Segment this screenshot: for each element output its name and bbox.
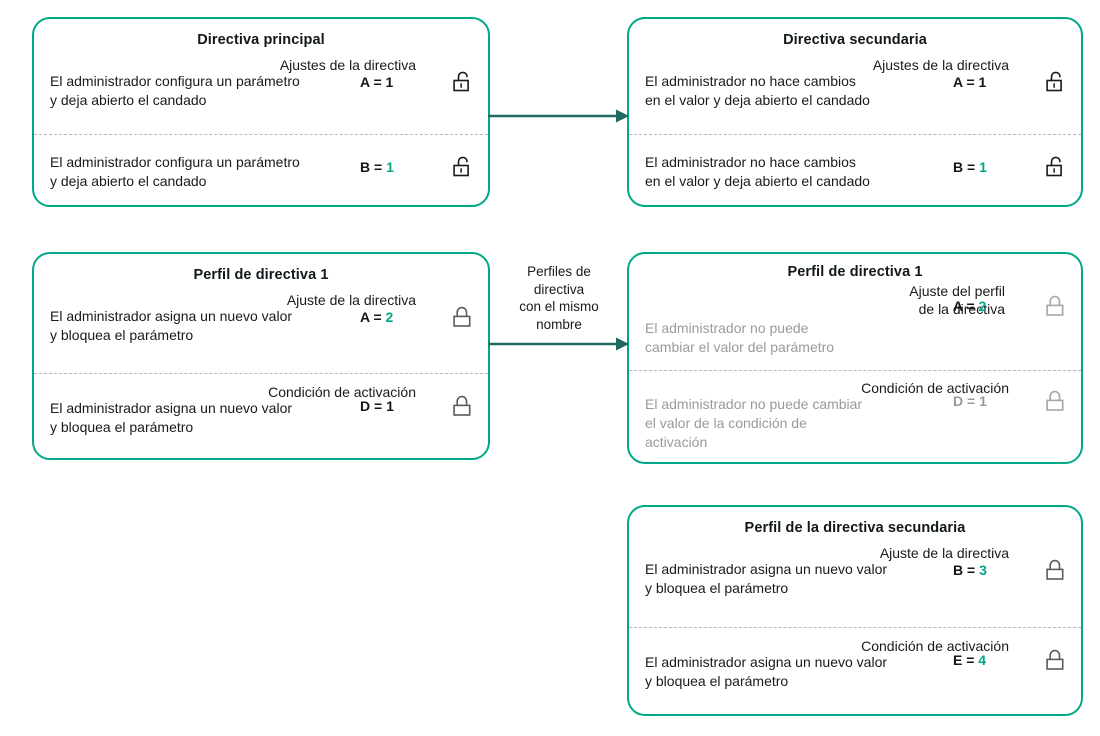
row-value: A = 2 xyxy=(953,298,987,314)
card-title: Directiva principal xyxy=(197,32,325,48)
category-wrap: Ajustes de la directiva xyxy=(50,50,474,74)
row-category: Ajustes de la directiva xyxy=(279,57,416,73)
row-value-lock: A = 1 xyxy=(953,70,1067,94)
row-value: B = 3 xyxy=(953,562,987,578)
row-body: El administrador no puede cambiar el val… xyxy=(645,295,1067,357)
row-value-lock: A = 1 xyxy=(360,70,474,94)
locked-icon xyxy=(1045,558,1067,582)
card-title: Perfil de la directiva secundaria xyxy=(744,520,966,536)
category-wrap: Ajuste de la directiva xyxy=(50,285,474,309)
unlocked-icon xyxy=(452,155,474,179)
row-description: El administrador no hace cambios en el v… xyxy=(645,73,870,108)
row-category: Ajuste de la directiva xyxy=(879,545,1009,561)
row-body: El administrador configura un parámetro … xyxy=(50,70,474,110)
card-perfil-de-directiva-1-left: Perfil de directiva 1 Ajuste de la direc… xyxy=(32,252,490,460)
row-category: Condición de activación xyxy=(268,384,416,400)
row-value-lock: A = 2 xyxy=(953,294,1067,318)
row-description: El administrador asigna un nuevo valor y… xyxy=(645,654,888,689)
row-value: A = 1 xyxy=(953,74,987,90)
locked-icon xyxy=(452,394,474,418)
row-value: E = 4 xyxy=(953,652,987,668)
table-row: Condición de activación El administrador… xyxy=(629,370,1081,468)
card-perfil-de-la-directiva-secundaria: Perfil de la directiva secundaria Ajuste… xyxy=(627,505,1083,716)
category-wrap: Condición de activación xyxy=(645,628,1067,655)
row-description: El administrador asigna un nuevo valor y… xyxy=(645,561,888,596)
category-wrap: Condición de activación xyxy=(50,374,474,401)
row-description: El administrador no hace cambios en el v… xyxy=(645,154,870,189)
table-row: El administrador no hace cambios en el v… xyxy=(629,134,1081,219)
card-title: Perfil de directiva 1 xyxy=(193,267,329,283)
table-row: Ajustes de la directiva El administrador… xyxy=(629,50,1081,134)
row-body: El administrador no puede cambiar el val… xyxy=(645,390,1067,452)
card-rows: Ajuste del perfil de la directiva El adm… xyxy=(629,282,1081,468)
row-category: Ajustes de la directiva xyxy=(872,57,1009,73)
row-description: El administrador configura un parámetro … xyxy=(50,154,300,189)
row-description: El administrador no puede cambiar el val… xyxy=(645,396,863,450)
category-wrap: Condición de activación xyxy=(645,371,1067,397)
arrow-middle xyxy=(488,334,632,354)
table-row: Condición de activación El administrador… xyxy=(629,627,1081,715)
row-value-lock: B = 3 xyxy=(953,558,1067,582)
row-description: El administrador asigna un nuevo valor y… xyxy=(50,308,293,343)
row-body: El administrador asigna un nuevo valor y… xyxy=(50,395,474,437)
row-description: El administrador no puede cambiar el val… xyxy=(645,320,835,355)
card-rows: Ajustes de la directiva El administrador… xyxy=(629,50,1081,219)
locked-icon-muted xyxy=(1045,294,1067,318)
table-row: El administrador configura un parámetro … xyxy=(34,134,488,219)
row-category: Ajuste del perfil de la directiva xyxy=(909,283,1005,317)
card-rows: Ajuste de la directiva El administrador … xyxy=(629,538,1081,715)
row-value-lock: B = 1 xyxy=(360,155,474,179)
row-value-lock: E = 4 xyxy=(953,648,1067,672)
arrow-middle-label: Perfiles de directiva con el mismo nombr… xyxy=(519,264,599,332)
table-row: Ajuste de la directiva El administrador … xyxy=(34,285,488,373)
unlocked-icon xyxy=(1045,155,1067,179)
row-description: El administrador asigna un nuevo valor y… xyxy=(50,400,293,435)
card-title: Perfil de directiva 1 xyxy=(787,264,923,280)
row-value: A = 2 xyxy=(360,309,394,325)
row-value: B = 1 xyxy=(360,159,394,175)
locked-icon xyxy=(1045,648,1067,672)
locked-icon xyxy=(452,305,474,329)
category-wrap: Ajuste del perfil de la directiva xyxy=(645,282,1067,318)
row-body: El administrador configura un parámetro … xyxy=(50,153,474,191)
row-body: El administrador asigna un nuevo valor y… xyxy=(645,558,1067,598)
row-body: El administrador no hace cambios en el v… xyxy=(645,153,1067,191)
row-body: El administrador no hace cambios en el v… xyxy=(645,70,1067,110)
row-category: Condición de activación xyxy=(861,380,1009,396)
card-perfil-de-directiva-1-right: Perfil de directiva 1 Ajuste del perfil … xyxy=(627,252,1083,464)
table-row: Ajuste de la directiva El administrador … xyxy=(629,538,1081,627)
category-wrap: Ajuste de la directiva xyxy=(645,538,1067,562)
card-directiva-principal: Directiva principal Ajustes de la direct… xyxy=(32,17,490,207)
category-wrap: Ajustes de la directiva xyxy=(645,50,1067,74)
row-value: D = 1 xyxy=(360,398,394,414)
row-value-lock: D = 1 xyxy=(953,389,1067,413)
row-value-lock: B = 1 xyxy=(953,155,1067,179)
unlocked-icon xyxy=(1045,70,1067,94)
row-value: A = 1 xyxy=(360,74,394,90)
card-directiva-secundaria: Directiva secundaria Ajustes de la direc… xyxy=(627,17,1083,207)
row-value-lock: A = 2 xyxy=(360,305,474,329)
table-row: Condición de activación El administrador… xyxy=(34,373,488,462)
row-body: El administrador asigna un nuevo valor y… xyxy=(50,305,474,345)
row-value: B = 1 xyxy=(953,159,987,175)
unlocked-icon xyxy=(452,70,474,94)
card-title: Directiva secundaria xyxy=(783,32,927,48)
table-row: Ajuste del perfil de la directiva El adm… xyxy=(629,282,1081,370)
table-row: Ajustes de la directiva El administrador… xyxy=(34,50,488,134)
row-category: Ajuste de la directiva xyxy=(286,292,416,308)
card-rows: Ajustes de la directiva El administrador… xyxy=(34,50,488,219)
row-description: El administrador configura un parámetro … xyxy=(50,73,300,108)
row-value-lock: D = 1 xyxy=(360,394,474,418)
card-rows: Ajuste de la directiva El administrador … xyxy=(34,285,488,462)
row-value: D = 1 xyxy=(953,393,987,409)
row-category: Condición de activación xyxy=(861,638,1009,654)
locked-icon-muted xyxy=(1045,389,1067,413)
row-body: El administrador asigna un nuevo valor y… xyxy=(645,649,1067,691)
arrow-top xyxy=(488,106,632,126)
